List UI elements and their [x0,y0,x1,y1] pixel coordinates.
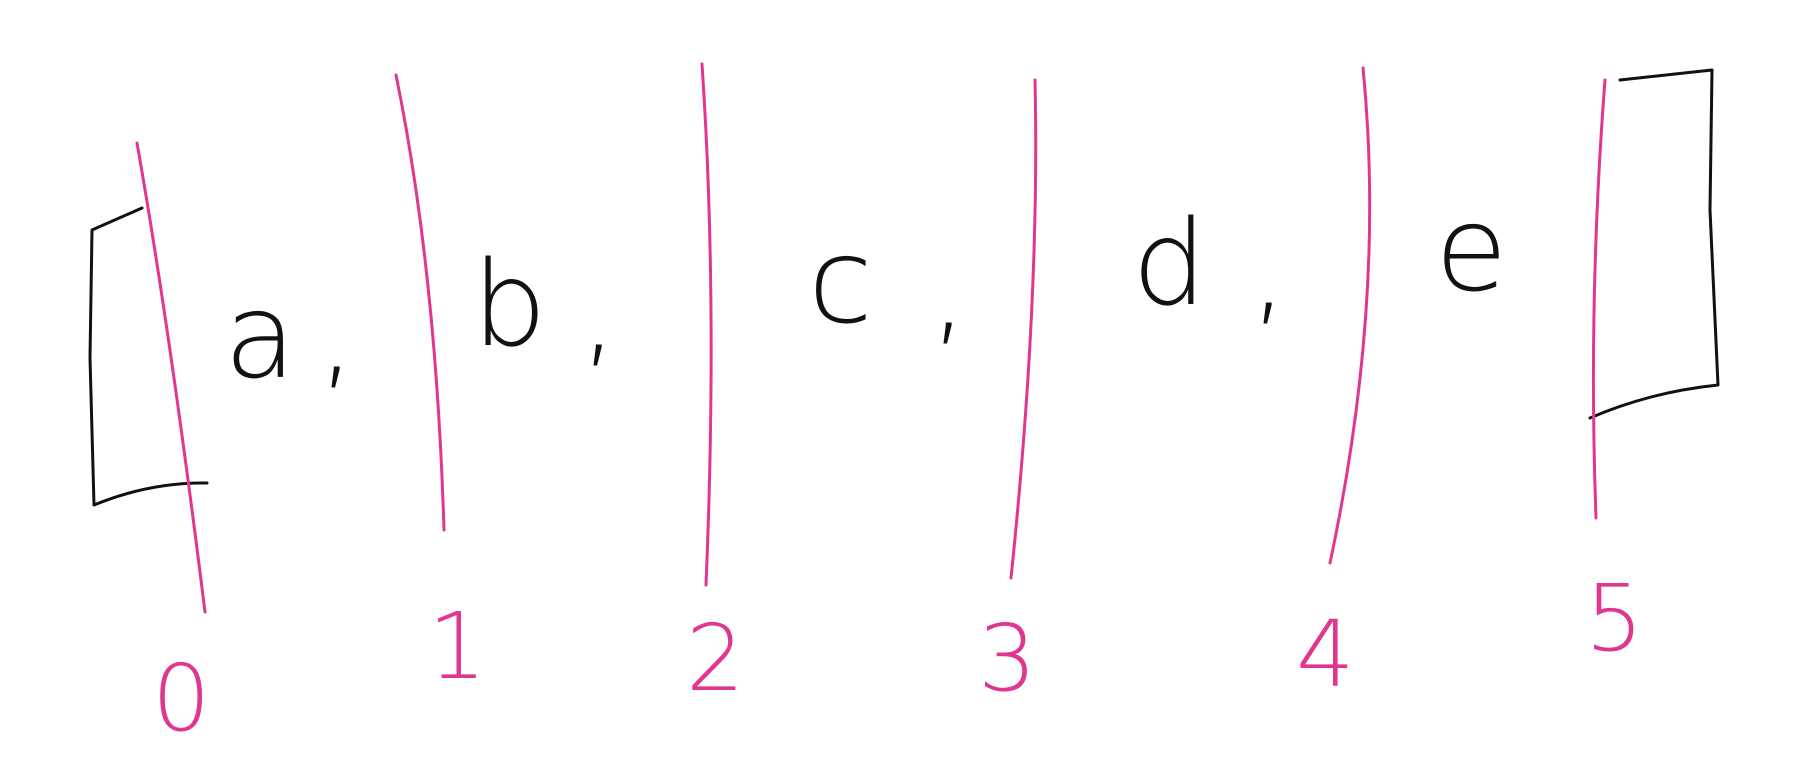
index-label-0: 0 [152,645,211,752]
separator-comma-2: , [580,242,618,380]
index-label-3: 3 [978,605,1037,712]
index-labels: 0 1 2 3 4 5 [152,565,1644,752]
element-letter-e: e [1435,180,1508,318]
index-label-5: 5 [1585,565,1644,672]
sequence-elements: a b c d e [224,180,1508,405]
index-line-2 [700,62,713,587]
element-letter-c: c [808,212,873,350]
index-label-4: 4 [1296,601,1355,708]
separator-comma-1: , [318,264,356,402]
index-dividers [135,62,1607,614]
open-bracket [88,206,209,507]
element-letter-b: b [472,235,547,373]
separators: , , , , [318,200,1288,402]
close-bracket [1588,68,1720,420]
index-line-5 [1591,78,1607,520]
index-line-3 [1009,78,1038,580]
index-label-1: 1 [428,593,487,700]
index-label-2: 2 [686,605,745,712]
index-line-4 [1328,66,1372,565]
element-letter-a: a [224,267,296,405]
separator-comma-3: , [930,220,968,358]
separator-comma-4: , [1250,200,1288,338]
index-line-1 [394,73,446,532]
element-letter-d: d [1132,194,1207,332]
index-line-0 [135,141,207,614]
